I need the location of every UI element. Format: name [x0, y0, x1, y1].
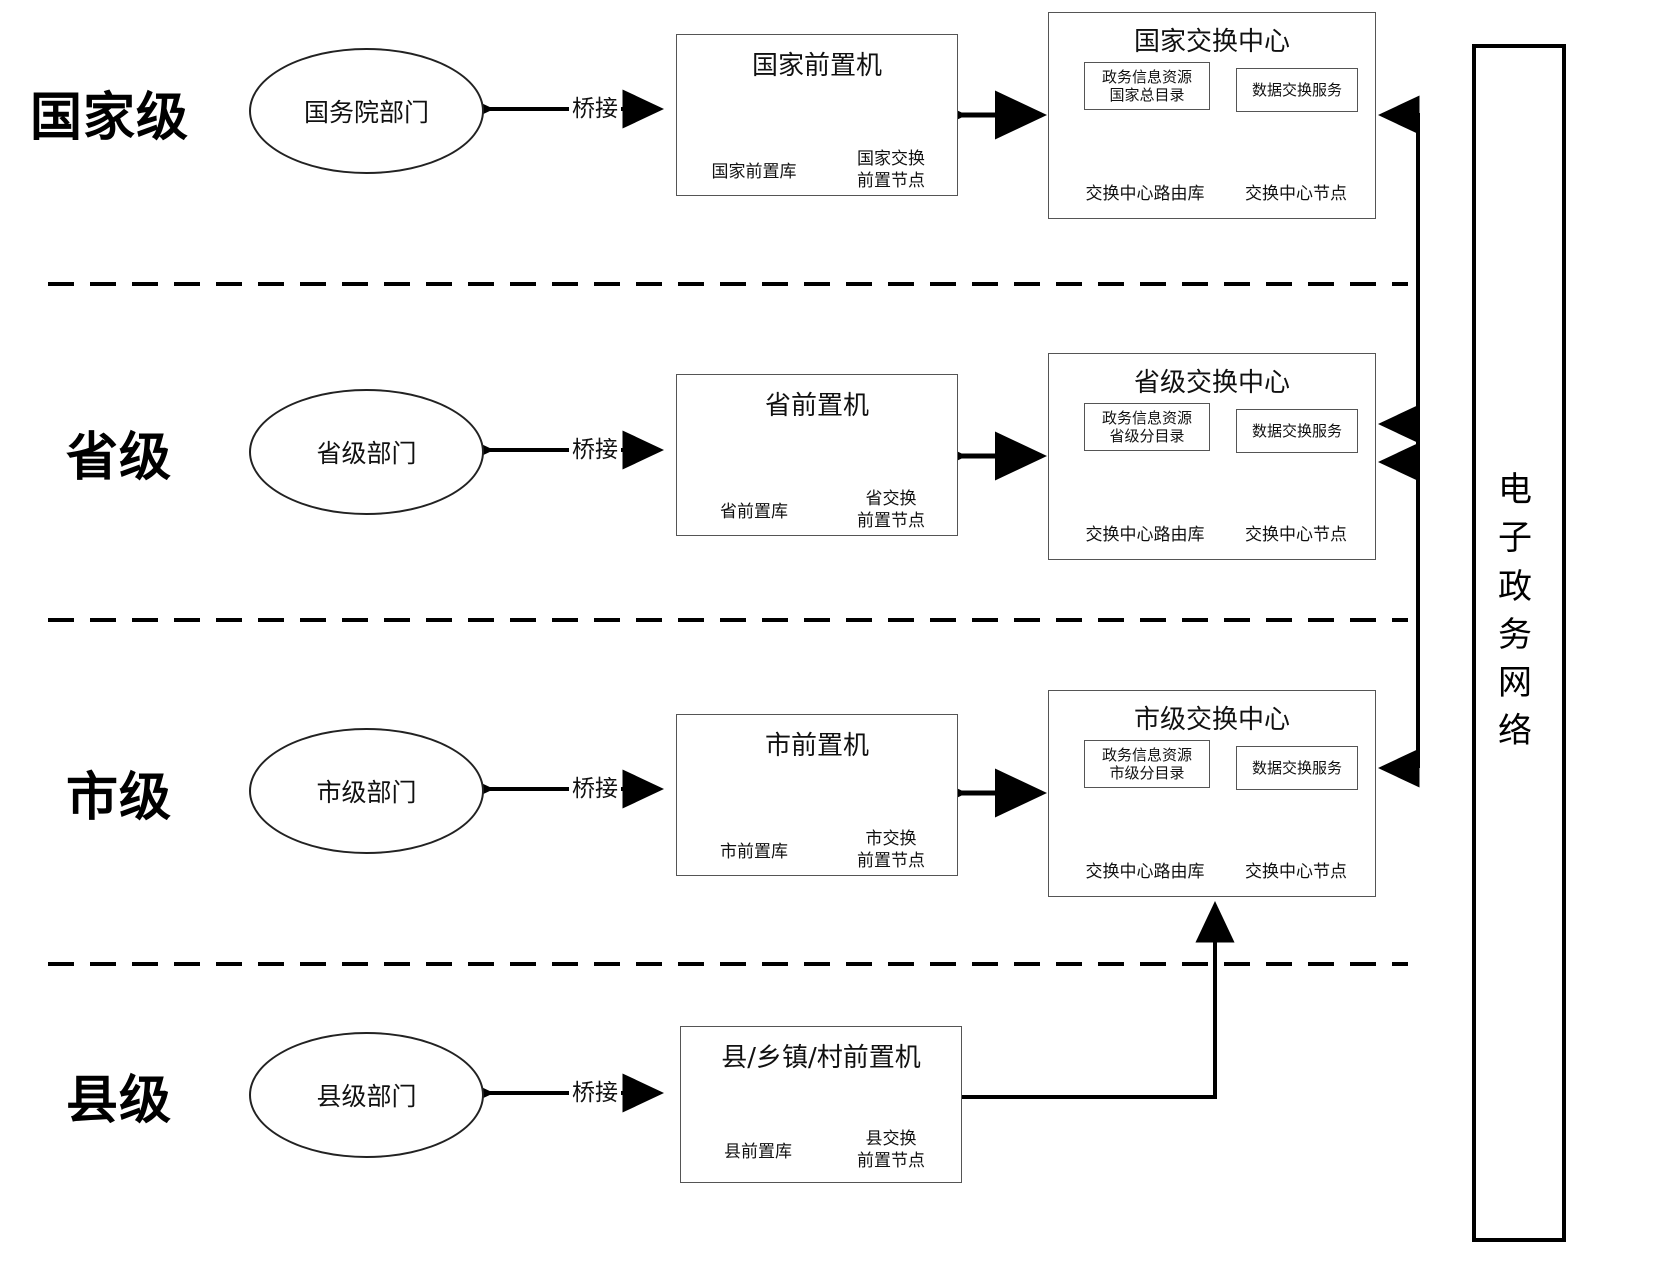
catalog-line2-national: 国家总目录: [1109, 86, 1185, 104]
front-node-label-city-1: 市交换: [865, 829, 917, 849]
bridge-label-city: 桥接: [540, 766, 650, 806]
network-trunk-national: [1377, 95, 1420, 462]
front-db-label-county: 县前置库: [724, 1142, 792, 1162]
dept-ellipse-city[interactable]: 市级部门: [249, 728, 484, 854]
route-db-label-city: 交换中心路由库: [1085, 862, 1205, 882]
dept-label-city: 市级部门: [316, 778, 417, 807]
level-label-city: 市级: [66, 768, 173, 828]
front-db-label-city: 市前置库: [720, 842, 788, 862]
catalog-line1-provincial: 政务信息资源: [1101, 409, 1192, 427]
front-node-label-city-2: 前置节点: [857, 851, 925, 871]
exchange-center-panel-city[interactable]: 市级交换中心: [1048, 690, 1376, 897]
center-node-label-city: 交换中心节点: [1245, 862, 1347, 882]
exchange-center-panel-provincial[interactable]: 省级交换中心: [1048, 353, 1376, 560]
level-label-provincial: 省级: [66, 428, 173, 488]
egov-char-2: 政: [1498, 566, 1532, 607]
exchange-center-title-national: 国家交换中心: [1133, 27, 1290, 57]
dept-ellipse-provincial[interactable]: 省级部门: [249, 389, 484, 515]
exchange-service-box-provincial[interactable]: 数据交换服务: [1236, 409, 1358, 453]
catalog-line2-provincial: 省级分目录: [1109, 427, 1185, 445]
bridge-label-provincial: 桥接: [540, 427, 650, 467]
catalog-box-provincial[interactable]: 政务信息资源 省级分目录: [1084, 403, 1210, 451]
front-db-label-national: 国家前置库: [711, 162, 797, 182]
dept-label-county: 县级部门: [316, 1082, 417, 1111]
front-machine-title-county: 县/乡镇/村前置机: [721, 1043, 921, 1073]
front-node-label-provincial-1: 省交换: [865, 489, 917, 509]
bridge-label-county: 桥接: [540, 1070, 650, 1110]
front-machine-title-provincial: 省前置机: [764, 391, 869, 421]
front-node-label-provincial-2: 前置节点: [857, 511, 925, 531]
front-machine-title-national: 国家前置机: [751, 51, 882, 81]
center-node-label-national: 交换中心节点: [1245, 184, 1347, 204]
network-branch-city: [1377, 462, 1420, 788]
dept-ellipse-county[interactable]: 县级部门: [249, 1032, 484, 1158]
front-machine-panel-provincial[interactable]: 省前置机: [676, 374, 958, 536]
exchange-service-box-city[interactable]: 数据交换服务: [1236, 746, 1358, 790]
front-machine-title-city: 市前置机: [764, 731, 869, 761]
front-node-label-county-2: 前置节点: [857, 1151, 925, 1171]
level-label-national: 国家级: [30, 88, 190, 148]
front-node-label-national-2: 前置节点: [857, 171, 925, 191]
bridge-label-national: 桥接: [540, 86, 650, 126]
catalog-box-national[interactable]: 政务信息资源 国家总目录: [1084, 62, 1210, 110]
county-to-city-connector: [924, 900, 1235, 1117]
front-machine-panel-county[interactable]: 县/乡镇/村前置机: [680, 1026, 962, 1183]
front-machine-panel-city[interactable]: 市前置机: [676, 714, 958, 876]
egov-char-5: 络: [1498, 711, 1532, 752]
exchange-center-title-provincial: 省级交换中心: [1133, 368, 1290, 398]
egov-char-3: 务: [1498, 614, 1532, 655]
exchange-center-panel-national[interactable]: 国家交换中心: [1048, 12, 1376, 219]
front-node-label-national-1: 国家交换: [857, 149, 925, 169]
exchange-center-title-city: 市级交换中心: [1133, 705, 1290, 735]
route-db-label-national: 交换中心路由库: [1085, 184, 1205, 204]
egov-network-bar[interactable]: [1472, 44, 1566, 1242]
front-db-label-provincial: 省前置库: [720, 502, 788, 522]
egov-char-4: 网: [1498, 663, 1532, 704]
exchange-service-box-national[interactable]: 数据交换服务: [1236, 68, 1358, 112]
route-db-label-provincial: 交换中心路由库: [1085, 525, 1205, 545]
catalog-line2-city: 市级分目录: [1109, 764, 1185, 782]
egov-char-0: 电: [1498, 470, 1532, 510]
catalog-line1-national: 政务信息资源: [1101, 68, 1192, 86]
dept-label-provincial: 省级部门: [316, 439, 417, 468]
dept-ellipse-national[interactable]: 国务院部门: [249, 48, 484, 174]
catalog-line1-city: 政务信息资源: [1101, 746, 1192, 764]
front-machine-panel-national[interactable]: 国家前置机: [676, 34, 958, 196]
egov-network-label: 电 子 政 务 网 络: [1472, 466, 1558, 756]
egov-char-1: 子: [1498, 518, 1532, 559]
level-label-county: 县级: [66, 1071, 173, 1131]
center-node-label-provincial: 交换中心节点: [1245, 525, 1347, 545]
front-node-label-county-1: 县交换: [865, 1129, 917, 1149]
dept-label-national: 国务院部门: [303, 98, 429, 127]
catalog-box-city[interactable]: 政务信息资源 市级分目录: [1084, 740, 1210, 788]
